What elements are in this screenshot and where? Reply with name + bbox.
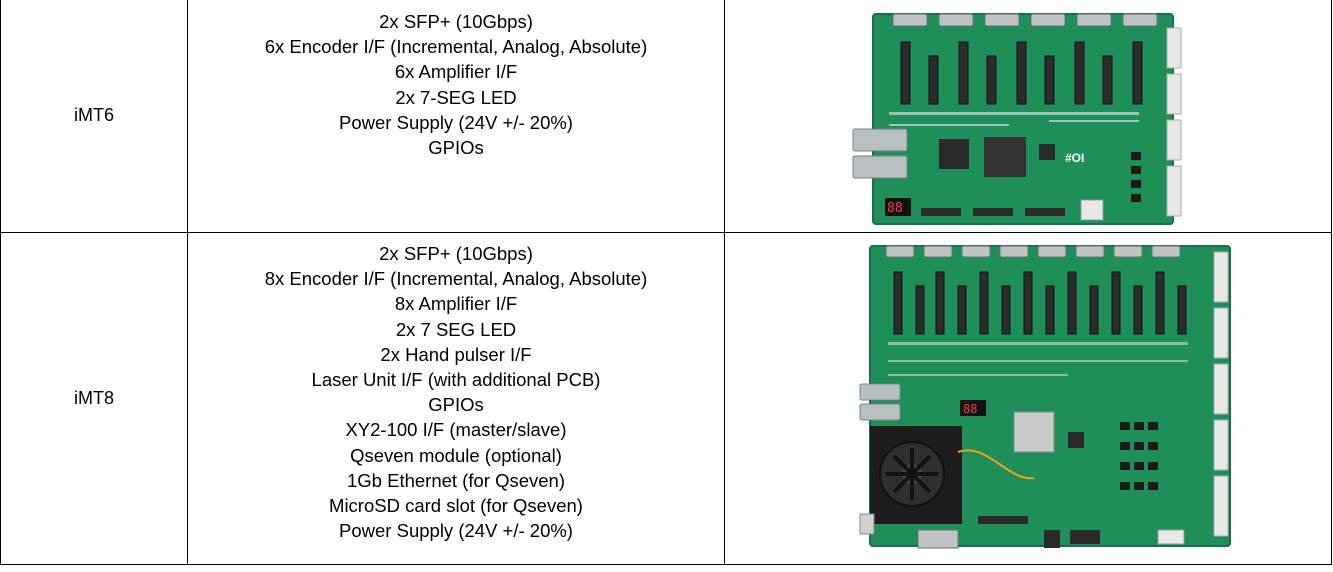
feature-list: 2x SFP+ (10Gbps) 6x Encoder I/F (Increme… (188, 0, 724, 160)
board-7seg-display: 88 (963, 402, 977, 416)
feature-item: 8x Encoder I/F (Incremental, Analog, Abs… (264, 268, 648, 290)
feature-item: 2x 7 SEG LED (395, 318, 517, 340)
feature-item: 2x SFP+ (10Gbps) (379, 11, 533, 32)
features-cell: 2x SFP+ (10Gbps) 6x Encoder I/F (Increme… (187, 0, 725, 233)
feature-item: Laser Unit I/F (with additional PCB) (311, 369, 601, 391)
model-cell: iMT8 (0, 232, 188, 565)
imt8-board-image: 88 (859, 245, 1231, 549)
imt6-board-image: #OI 88 (852, 13, 1182, 225)
feature-item: 6x Amplifier I/F (394, 61, 518, 83)
board-silkscreen-text: #OI (1065, 151, 1084, 165)
feature-item: 8x Amplifier I/F (394, 293, 518, 315)
feature-item: Qseven module (optional) (350, 444, 562, 466)
feature-item: 1Gb Ethernet (for Qseven) (347, 469, 565, 491)
feature-item: 2x 7-SEG LED (395, 86, 517, 108)
feature-item: Power Supply (24V +/- 20%) (339, 111, 573, 133)
feature-item: XY2-100 I/F (master/slave) (345, 419, 567, 441)
feature-item: 6x Encoder I/F (Incremental, Analog, Abs… (264, 36, 648, 58)
feature-item: 2x Hand pulser I/F (380, 343, 532, 365)
model-cell: iMT6 (0, 0, 188, 233)
features-cell: 2x SFP+ (10Gbps) 8x Encoder I/F (Increme… (187, 232, 725, 565)
feature-item: Power Supply (24V +/- 20%) (339, 520, 573, 542)
feature-item: GPIOs (428, 137, 484, 159)
feature-item: MicroSD card slot (for Qseven) (329, 495, 583, 517)
board-7seg-display: 88 (887, 201, 903, 216)
photo-cell: #OI 88 (724, 0, 1332, 233)
feature-item: 2x SFP+ (10Gbps) (379, 243, 533, 264)
table-row: iMT8 2x SFP+ (10Gbps) 8x Encoder I/F (In… (0, 232, 1332, 565)
feature-list: 2x SFP+ (10Gbps) 8x Encoder I/F (Increme… (188, 233, 724, 543)
photo-cell: 88 (724, 232, 1332, 565)
feature-item: GPIOs (428, 394, 484, 416)
table-row: iMT6 2x SFP+ (10Gbps) 6x Encoder I/F (In… (0, 0, 1332, 233)
